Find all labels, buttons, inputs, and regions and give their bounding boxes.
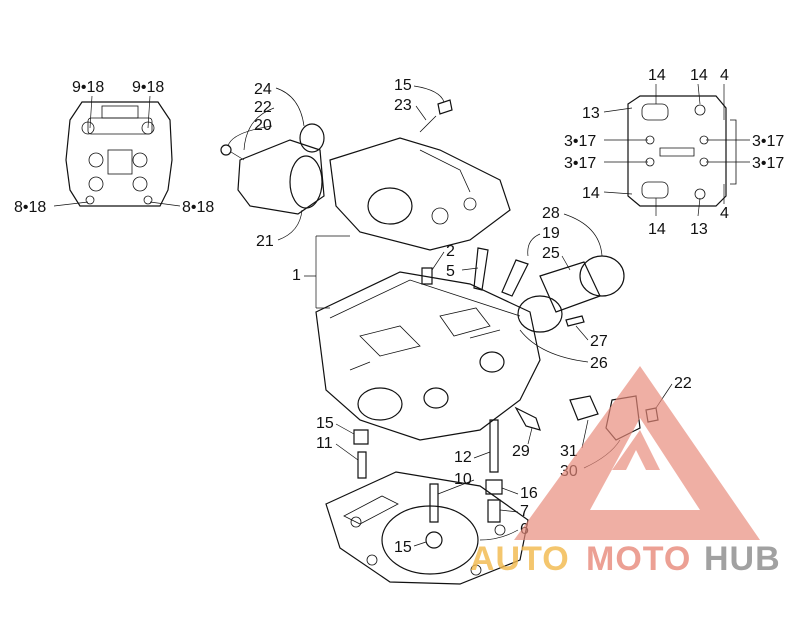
callout-25: 25 bbox=[542, 245, 560, 262]
watermark-hub: HUB bbox=[704, 540, 781, 578]
callout-14-top-a: 14 bbox=[648, 67, 666, 84]
watermark-auto: AUTO bbox=[470, 540, 570, 578]
callout-3-17-right-b: 3•17 bbox=[752, 155, 784, 172]
callout-4-right: 4 bbox=[720, 205, 729, 222]
water-outlet-assembly bbox=[220, 123, 325, 215]
callout-19: 19 bbox=[542, 225, 560, 242]
callout-20: 20 bbox=[254, 117, 272, 134]
callout-27: 27 bbox=[590, 333, 608, 350]
automotohub-watermark: AUTO MOTO HUB bbox=[470, 366, 781, 578]
watermark-moto: MOTO bbox=[586, 540, 691, 578]
callout-31: 31 bbox=[560, 443, 578, 460]
callout-22-sensor: 22 bbox=[674, 375, 692, 392]
callout-3-17-left-a: 3•17 bbox=[564, 133, 596, 150]
callout-9-18-top-left: 9•18 bbox=[72, 79, 104, 96]
callout-2: 2 bbox=[446, 243, 455, 260]
callout-22: 22 bbox=[254, 99, 272, 116]
callout-1: 1 bbox=[292, 267, 301, 284]
callout-24: 24 bbox=[254, 81, 272, 98]
callout-15-left: 15 bbox=[316, 415, 334, 432]
callout-21: 21 bbox=[256, 233, 274, 250]
callout-13-left: 13 bbox=[582, 105, 600, 122]
callout-13-bottom: 13 bbox=[690, 221, 708, 238]
inset-head-top-view bbox=[65, 101, 173, 207]
callout-14-left: 14 bbox=[582, 185, 600, 202]
callout-26: 26 bbox=[590, 355, 608, 372]
callout-3-17-right-a: 3•17 bbox=[752, 133, 784, 150]
valve-cover bbox=[329, 137, 511, 251]
callout-11: 11 bbox=[316, 435, 333, 452]
callout-14-top-b: 14 bbox=[690, 67, 708, 84]
callout-14-bottom: 14 bbox=[648, 221, 666, 238]
callout-9-18-top-right: 9•18 bbox=[132, 79, 164, 96]
intake-boot-assembly bbox=[517, 255, 625, 333]
inset-valve-cover-top-view bbox=[627, 95, 737, 207]
callout-7: 7 bbox=[520, 503, 529, 520]
cylinder-head bbox=[315, 271, 541, 441]
callout-12: 12 bbox=[454, 449, 472, 466]
callout-5: 5 bbox=[446, 263, 455, 280]
studs-and-dowels bbox=[353, 419, 503, 523]
callout-8-18-bottom-right: 8•18 bbox=[182, 199, 214, 216]
callout-15-top: 15 bbox=[394, 77, 412, 94]
callout-15-gasket: 15 bbox=[394, 539, 412, 556]
callout-3-17-left-b: 3•17 bbox=[564, 155, 596, 172]
callout-23: 23 bbox=[394, 97, 412, 114]
callout-8-18-bottom-left: 8•18 bbox=[14, 199, 46, 216]
callout-4-top: 4 bbox=[720, 67, 729, 84]
callout-28: 28 bbox=[542, 205, 560, 222]
watermark-triangle-logo bbox=[514, 366, 760, 540]
callout-10: 10 bbox=[454, 471, 472, 488]
callout-16: 16 bbox=[520, 485, 538, 502]
callout-29: 29 bbox=[512, 443, 530, 460]
head-gasket bbox=[325, 471, 529, 585]
